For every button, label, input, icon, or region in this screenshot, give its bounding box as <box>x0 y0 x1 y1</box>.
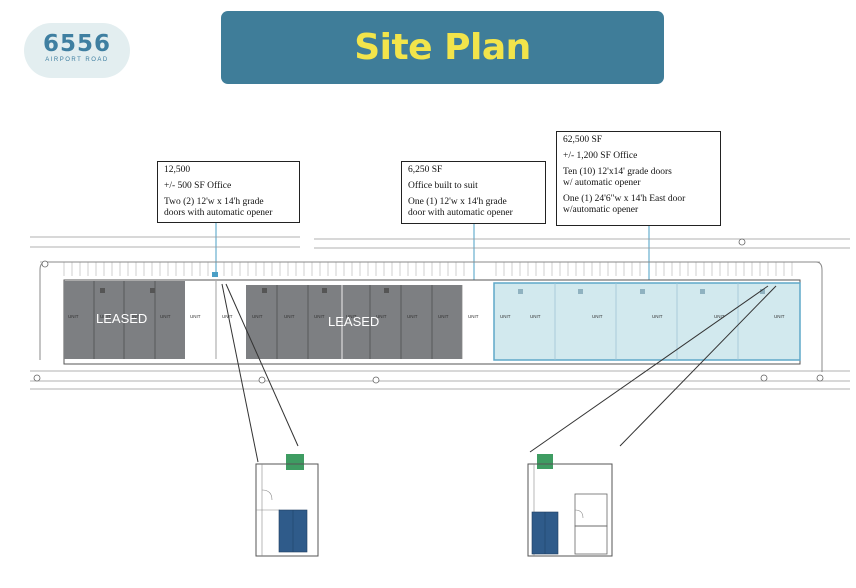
unit-label: UNIT <box>500 314 511 319</box>
logo-number: 6556 <box>42 31 111 57</box>
unit-label: UNIT <box>190 314 201 319</box>
leased-block-center-east <box>342 285 462 359</box>
unit-label: UNIT <box>346 314 357 319</box>
callout-right-doors: Ten (10) 12'x14' grade doors w/ automati… <box>563 167 672 188</box>
callout-marker-left <box>212 272 218 277</box>
callout-left-size: 12,500 <box>164 165 191 175</box>
unit-label: UNIT <box>714 314 725 319</box>
callout-right: 62,500 SF +/- 1,200 SF Office Ten (10) 1… <box>556 131 721 226</box>
road-markers <box>33 238 824 384</box>
unit-label: UNIT <box>252 314 263 319</box>
title-banner: Site Plan <box>221 11 664 84</box>
unit-label: UNIT <box>68 314 79 319</box>
page-title: Site Plan <box>354 27 531 68</box>
detail-leader-lines <box>221 283 777 463</box>
unit-labels: UNIT UNIT UNIT UNIT UNIT UNIT UNIT UNIT … <box>68 314 785 319</box>
callout-right-office: +/- 1,200 SF Office <box>563 151 638 161</box>
unit-dividers-leased <box>93 281 433 359</box>
unit-label: UNIT <box>438 314 449 319</box>
stair-block-left <box>286 454 304 470</box>
unit-label: UNIT <box>376 314 387 319</box>
door-markers <box>100 288 389 293</box>
floor-plan-detail-right <box>527 454 613 557</box>
logo: 6556 AIRPORT ROAD <box>24 23 130 78</box>
available-block-east <box>493 282 801 361</box>
callout-pointers <box>215 222 650 290</box>
callout-middle-doors: One (1) 12'w x 14'h grade door with auto… <box>408 197 513 218</box>
unit-label: UNIT <box>222 314 233 319</box>
unit-label: UNIT <box>100 314 111 319</box>
unit-label: UNIT <box>468 314 479 319</box>
leased-block-west <box>64 281 185 359</box>
unit-label: UNIT <box>530 314 541 319</box>
unit-dividers-available <box>554 283 739 360</box>
unit-label: UNIT <box>407 314 418 319</box>
floor-plan-detail-left <box>255 454 319 557</box>
door-markers-available <box>518 289 765 294</box>
unit-label: UNIT <box>130 314 141 319</box>
unit-label: UNIT <box>160 314 171 319</box>
callout-right-size: 62,500 SF <box>563 135 603 145</box>
callout-left: 12,500 +/- 500 SF Office Two (2) 12'w x … <box>157 161 300 223</box>
unit-label: UNIT <box>284 314 295 319</box>
stair-block-right <box>537 454 553 469</box>
unit-label: UNIT <box>652 314 663 319</box>
callout-middle: 6,250 SF Office built to suit One (1) 12… <box>401 161 546 224</box>
logo-subtitle: AIRPORT ROAD <box>45 57 109 63</box>
callout-left-doors: Two (2) 12'w x 14'h grade doors with aut… <box>164 197 273 218</box>
callout-middle-office: Office built to suit <box>408 181 478 191</box>
parking-stalls <box>63 262 793 276</box>
leased-label-west: LEASED <box>96 311 147 326</box>
leased-label-center: LEASED <box>328 314 379 329</box>
unit-label: UNIT <box>314 314 325 319</box>
callout-left-office: +/- 500 SF Office <box>164 181 232 191</box>
unit-label: UNIT <box>592 314 603 319</box>
callout-right-east-door: One (1) 24'6"w x 14'h East door w/automa… <box>563 194 686 215</box>
callout-middle-size: 6,250 SF <box>408 165 443 175</box>
unit-dividers-open <box>215 281 463 359</box>
leased-block-center-west <box>246 285 342 359</box>
unit-label: UNIT <box>774 314 785 319</box>
